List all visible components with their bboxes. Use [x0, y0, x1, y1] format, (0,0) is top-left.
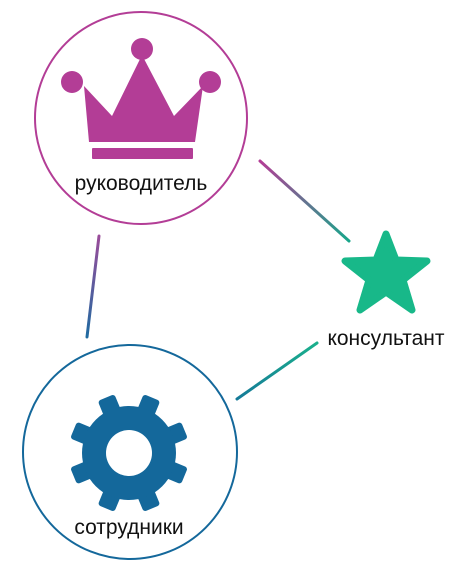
gear-icon	[71, 395, 187, 511]
node-consultant: консультант	[327, 230, 445, 350]
gear-hole	[106, 430, 152, 476]
connector-manager-consultant	[258, 159, 351, 243]
node-employees: сотрудники	[22, 344, 238, 560]
connector-employees-consultant	[235, 341, 319, 401]
star-icon	[341, 230, 431, 314]
crown-icon	[61, 38, 221, 159]
consultant-label: консультант	[327, 327, 444, 350]
connector-manager-employees	[85, 234, 101, 339]
manager-label: руководитель	[75, 172, 208, 195]
employees-label: сотрудники	[74, 516, 183, 539]
node-manager: руководитель	[34, 11, 248, 225]
